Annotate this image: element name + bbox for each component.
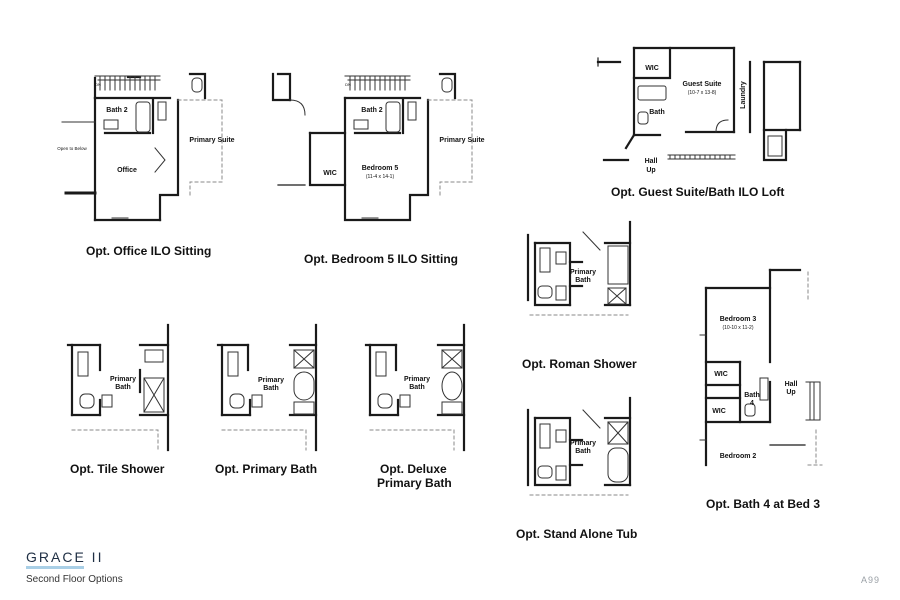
caption-bedroom5: Opt. Bedroom 5 ILO Sitting xyxy=(304,252,458,266)
plan-roman-shower xyxy=(526,220,632,307)
room-label-laundry: Laundry xyxy=(740,81,747,109)
plan-stand-alone-tub xyxy=(526,396,632,487)
room-label-bath2-b: Bath 2 xyxy=(361,107,383,114)
stair-label-dn-b5: DN xyxy=(345,82,351,87)
room-label-primary-ts: Primary xyxy=(110,376,136,383)
plan-tile-shower xyxy=(66,323,170,452)
room-label-bath-gs: Bath xyxy=(649,109,665,116)
plan-bedroom5 xyxy=(271,72,457,222)
brand-accent-bar xyxy=(26,566,84,569)
room-label-guest-suite: Guest Suite xyxy=(683,81,722,88)
room-label-wic-bottom: WIC xyxy=(712,408,726,415)
room-label-hall-b4: Hall xyxy=(785,381,798,388)
caption-primary-bath: Opt. Primary Bath xyxy=(215,462,318,476)
plan-bath4-bed3 xyxy=(704,268,806,467)
caption-deluxe-line1: Opt. Deluxe xyxy=(380,462,447,476)
brand-title: GRACE II xyxy=(26,549,104,565)
room-label-bath-rs: Bath xyxy=(575,277,591,284)
room-label-primary-dpb: Primary xyxy=(404,376,430,383)
room-dim-bedroom5: (11-4 x 14-1) xyxy=(366,174,395,180)
room-label-bedroom3: Bedroom 3 xyxy=(720,316,757,323)
room-label-bath4-1: Bath xyxy=(744,392,760,399)
room-label-hall-gs: Hall xyxy=(645,158,658,165)
room-label-primary-suite-b: Primary Suite xyxy=(439,137,484,144)
room-label-wic-top: WIC xyxy=(714,371,728,378)
room-label-primary-rs: Primary xyxy=(570,269,596,276)
room-label-bedroom5: Bedroom 5 xyxy=(362,165,399,172)
room-label-primary-suite: Primary Suite xyxy=(189,137,234,144)
room-label-bedroom2: Bedroom 2 xyxy=(720,453,757,460)
plan-primary-bath-details xyxy=(227,349,315,415)
room-label-bath-dpb: Bath xyxy=(409,384,425,391)
plan-roman-shower-details xyxy=(537,231,629,305)
plan-guest-suite xyxy=(596,46,802,162)
room-label-open-to-below: Open to Below xyxy=(57,146,87,151)
plan-bath4-bed3-details xyxy=(699,334,821,441)
caption-deluxe-line2: Primary Bath xyxy=(377,476,452,490)
plan-stand-alone-tub-details xyxy=(537,409,629,483)
room-dim-guest-suite: (10-7 x 13-8) xyxy=(688,90,717,96)
stair-label-dn-office: DN xyxy=(95,82,101,87)
room-label-bath2: Bath 2 xyxy=(106,107,128,114)
plan-deluxe-primary-bath xyxy=(364,323,466,452)
room-label-bath4-2: 4 xyxy=(750,400,754,407)
page-number: A99 xyxy=(860,575,880,585)
room-label-bath-ts: Bath xyxy=(115,384,131,391)
plan-primary-bath xyxy=(216,323,318,452)
room-label-bath-pb: Bath xyxy=(263,385,279,392)
caption-roman-shower: Opt. Roman Shower xyxy=(522,357,637,371)
plan-deluxe-primary-bath-details xyxy=(375,349,463,415)
room-label-bath-sat: Bath xyxy=(575,448,591,455)
room-label-wic-gs: WIC xyxy=(645,65,659,72)
room-label-wic-b5: WIC xyxy=(323,170,337,177)
plan-tile-shower-details xyxy=(77,349,165,413)
room-dim-bedroom3: (10-10 x 11-2) xyxy=(722,325,753,331)
plan-office xyxy=(64,72,207,222)
room-label-primary-pb: Primary xyxy=(258,377,284,384)
plan-office-details xyxy=(61,75,203,219)
caption-bath4-bed3: Opt. Bath 4 at Bed 3 xyxy=(706,497,821,511)
caption-office: Opt. Office ILO Sitting xyxy=(86,244,212,258)
caption-guest-suite: Opt. Guest Suite/Bath ILO Loft xyxy=(611,185,785,199)
sheet-subtitle: Second Floor Options xyxy=(26,574,123,585)
plan-bedroom5-details xyxy=(289,75,453,219)
caption-tile-shower: Opt. Tile Shower xyxy=(70,462,165,476)
room-label-office: Office xyxy=(117,167,137,174)
room-label-up-b4: Up xyxy=(786,389,795,396)
room-label-primary-sat: Primary xyxy=(570,440,596,447)
caption-stand-alone-tub: Opt. Stand Alone Tub xyxy=(516,527,638,541)
plan-guest-suite-details xyxy=(637,85,783,160)
room-label-up-gs: Up xyxy=(646,167,655,174)
